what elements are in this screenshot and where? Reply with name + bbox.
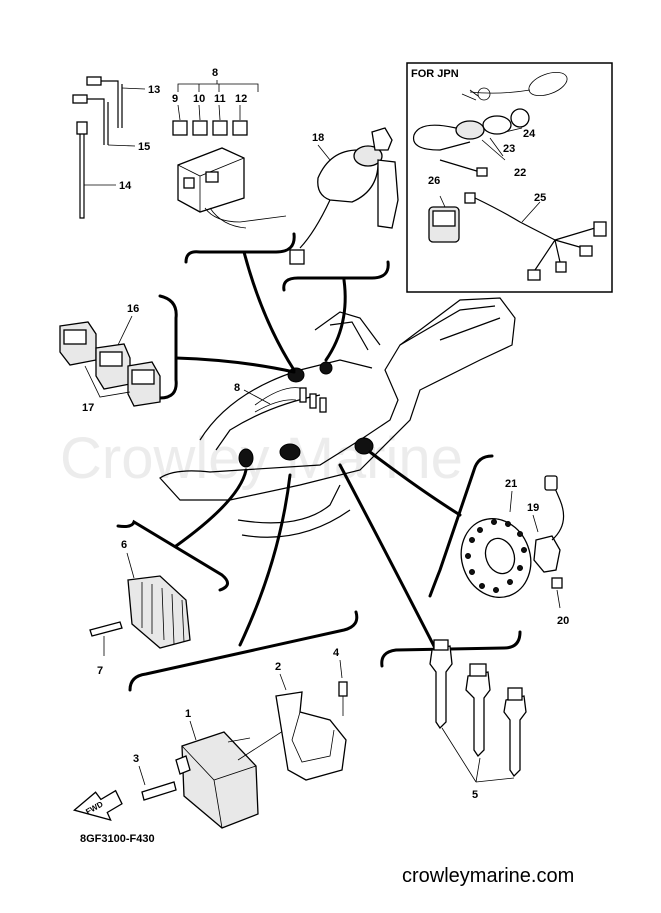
callout-17: 17: [82, 402, 94, 414]
rectifier-group: 6 7: [89, 539, 191, 677]
leader-lines: [116, 232, 522, 692]
callout-6: 6: [121, 539, 127, 551]
callout-1: 1: [185, 708, 191, 720]
callout-4: 4: [333, 647, 340, 659]
callout-13: 13: [148, 84, 160, 96]
callout-5: 5: [472, 789, 478, 801]
callout-15: 15: [138, 141, 150, 153]
callout-21: 21: [505, 478, 517, 490]
callout-16: 16: [127, 303, 139, 315]
callout-12: 12: [235, 93, 247, 105]
callout-18: 18: [312, 132, 324, 144]
callout-7: 7: [97, 665, 103, 677]
callout-11: 11: [214, 93, 226, 105]
fwd-arrow: FWD: [73, 789, 123, 822]
callout-23: 23: [503, 143, 515, 155]
callout-20: 20: [557, 615, 569, 627]
watermark-text: Crowley Marine: [60, 426, 463, 491]
for-jpn-inset: FOR JPN 24 23 22 26 25: [406, 62, 613, 293]
machine-body: 8: [159, 297, 516, 538]
inset-title: FOR JPN: [411, 68, 459, 80]
sensor-group: 21 19 20: [460, 475, 569, 627]
connector-group-16-17: 16 17: [59, 303, 161, 414]
cdi-unit-group: 1 3 2 4: [133, 647, 348, 829]
drawing-code: 8GF3100-F430: [80, 833, 155, 845]
callout-3: 3: [133, 753, 139, 765]
callout-8: 8: [212, 67, 218, 79]
callout-22: 22: [514, 167, 526, 179]
callout-26: 26: [428, 175, 440, 187]
fuse-box-group: 13 15 14 8 9 10 11 12: [72, 67, 287, 229]
callout-25: 25: [534, 192, 546, 204]
main-switch-group: 18: [289, 127, 399, 265]
callout-8b: 8: [234, 382, 240, 394]
callout-14: 14: [119, 180, 132, 192]
callout-2: 2: [275, 661, 281, 673]
callout-24: 24: [523, 128, 536, 140]
ignition-coils-group: 5: [429, 639, 527, 801]
callout-19: 19: [527, 502, 539, 514]
callout-9: 9: [172, 93, 178, 105]
callout-10: 10: [193, 93, 205, 105]
site-url[interactable]: crowleymarine.com: [402, 865, 574, 887]
